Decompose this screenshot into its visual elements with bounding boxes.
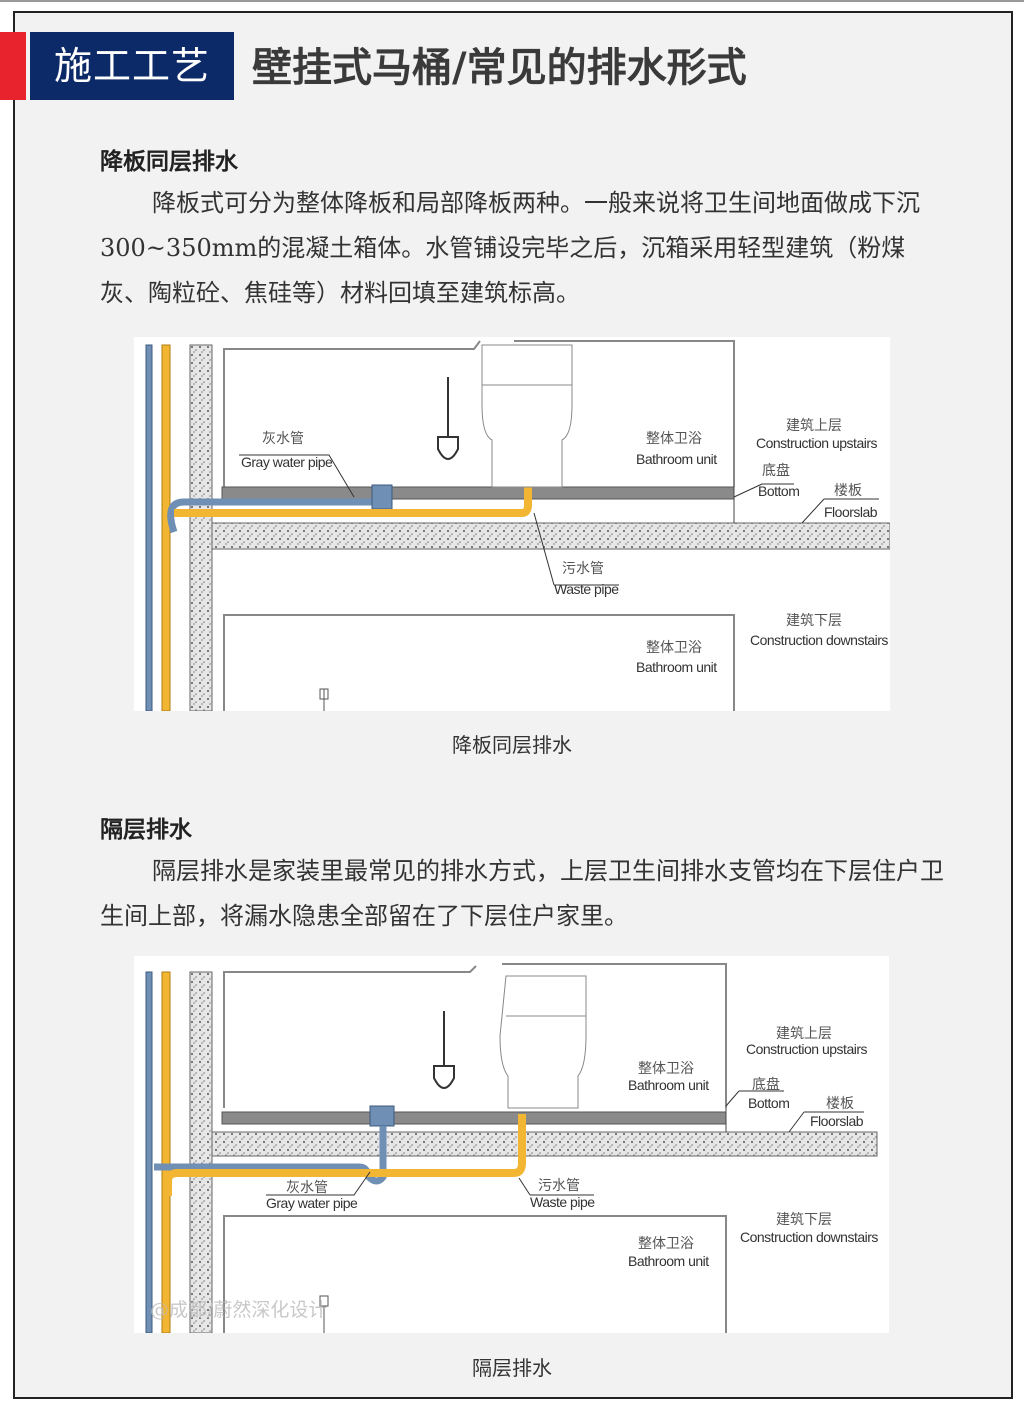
diagram-line — [319, 688, 329, 711]
toilet-brush — [437, 377, 459, 460]
label-bottom-cn: 底盘 — [752, 1076, 780, 1093]
diagram-line — [725, 1090, 784, 1107]
section1-heading: 降板同层排水 — [100, 148, 238, 175]
diagram-line — [319, 1295, 329, 1333]
label-waste-en: Waste pipe — [554, 581, 619, 597]
label-unit2-cn: 整体卫浴 — [646, 640, 702, 656]
label-unit2-cn: 整体卫浴 — [638, 1236, 694, 1252]
label-waste-cn: 污水管 — [538, 1178, 580, 1194]
figure-separate-floor-drainage: 灰水管 Gray water pipe 整体卫浴 Bathroom unit 建… — [134, 956, 889, 1334]
section2-paragraph: 隔层排水是家装里最常见的排水方式，上层卫生间排水支管均在下层住户卫生间上部，将漏… — [100, 857, 944, 930]
label-unit2-en: Bathroom unit — [636, 659, 717, 675]
figure-same-floor-drainage: 灰水管 Gray water pipe 整体卫浴 Bathroom unit 建… — [134, 337, 891, 712]
diagram-line — [266, 1171, 371, 1196]
label-gray-cn: 灰水管 — [262, 431, 304, 447]
watermark: @成都/蔚然深化设计 — [150, 1299, 327, 1321]
figure2-caption: 隔层排水 — [472, 1356, 552, 1380]
figure1-caption: 降板同层排水 — [452, 733, 572, 757]
label-unit2-en: Bathroom unit — [628, 1253, 709, 1269]
label-down-en: Construction downstairs — [750, 632, 888, 648]
gray-water-pipe — [167, 498, 379, 534]
category-badge: 施工工艺 — [30, 32, 234, 100]
diagram-line — [533, 512, 619, 586]
wall — [189, 344, 213, 712]
toilet-brush — [433, 1011, 455, 1089]
diagram-line — [733, 483, 794, 498]
floor-drain — [369, 1105, 395, 1127]
diagram-line — [788, 1111, 864, 1133]
label-gray-cn: 灰水管 — [286, 1180, 328, 1196]
label-down-en: Construction downstairs — [740, 1229, 878, 1245]
bottom-pan — [221, 1111, 727, 1125]
label-slab-en: Floorslab — [810, 1113, 864, 1129]
diagram-line — [499, 975, 587, 1109]
label-down-cn: 建筑下层 — [786, 613, 842, 629]
accent-bar — [0, 32, 26, 100]
yellow-riser-pipe — [161, 344, 171, 712]
label-unit-en: Bathroom unit — [628, 1077, 709, 1093]
lower-bathroom-unit — [223, 1215, 727, 1333]
label-unit-cn: 整体卫浴 — [646, 431, 702, 447]
floor-drain — [371, 484, 393, 510]
wall — [189, 971, 213, 1334]
label-up-en: Construction upstairs — [756, 435, 878, 451]
label-gray-en: Gray water pipe — [241, 454, 333, 470]
lower-bathroom-unit — [223, 614, 735, 711]
label-waste-cn: 污水管 — [562, 561, 604, 577]
label-slab-cn: 楼板 — [826, 1096, 854, 1112]
waste-pipe — [174, 487, 532, 517]
diagram-line — [239, 454, 355, 498]
top-divider — [0, 0, 1024, 2]
label-waste-en: Waste pipe — [530, 1194, 595, 1210]
label-gray-en: Gray water pipe — [266, 1195, 358, 1211]
floor-slab — [211, 522, 891, 550]
section2-heading: 隔层排水 — [100, 816, 192, 843]
label-bottom-cn: 底盘 — [762, 462, 790, 479]
upper-bathroom-unit — [223, 340, 735, 487]
blue-riser-pipe — [145, 344, 153, 712]
diagram-line — [801, 498, 879, 524]
upper-bathroom-unit — [223, 963, 727, 1108]
label-up-en: Construction upstairs — [746, 1041, 868, 1057]
label-bottom-en: Bottom — [748, 1095, 789, 1111]
floor-slab — [211, 1131, 878, 1157]
label-up-cn: 建筑上层 — [776, 1026, 832, 1042]
label-slab-cn: 楼板 — [834, 483, 862, 499]
page-title: 壁挂式马桶/常见的排水形式 — [252, 45, 747, 91]
toilet — [481, 344, 573, 488]
bottom-pan — [221, 486, 735, 500]
label-slab-en: Floorslab — [824, 504, 878, 520]
blue-riser-pipe — [145, 971, 153, 1334]
diagram-line — [518, 1177, 594, 1196]
yellow-riser-pipe — [161, 971, 171, 1334]
waste-pipe — [164, 1114, 526, 1196]
section1-paragraph: 降板式可分为整体降板和局部降板两种。一般来说将卫生间地面做成下沉300~350m… — [100, 189, 920, 307]
label-unit-cn: 整体卫浴 — [638, 1061, 694, 1077]
label-bottom-en: Bottom — [758, 483, 799, 499]
label-up-cn: 建筑上层 — [786, 418, 842, 434]
label-unit-en: Bathroom unit — [636, 451, 717, 467]
label-down-cn: 建筑下层 — [776, 1212, 832, 1228]
